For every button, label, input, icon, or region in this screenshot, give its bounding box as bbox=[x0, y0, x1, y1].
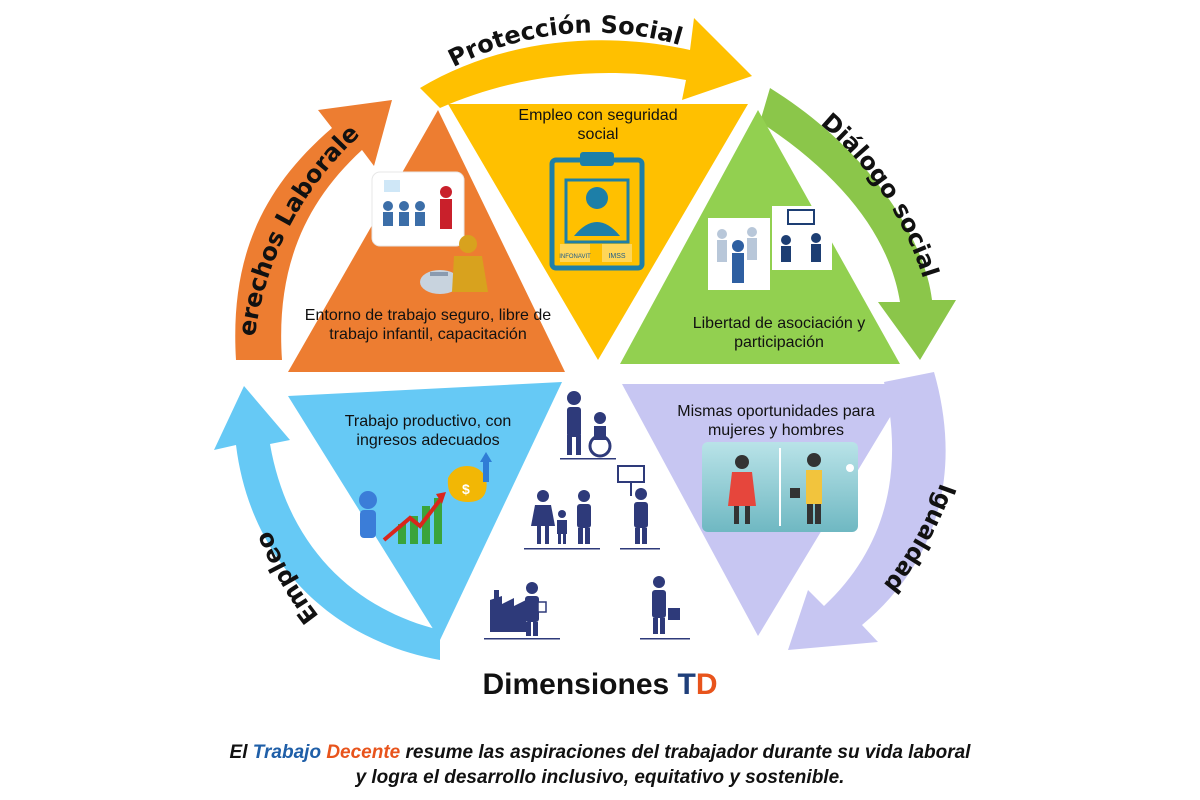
factory-worker-icon bbox=[484, 582, 560, 640]
arrow-igualdad bbox=[788, 372, 946, 650]
segment-top-text: Empleo con seguridad social bbox=[518, 107, 678, 143]
social-security-logos: INFONAVIT IMSS bbox=[559, 244, 632, 262]
welder-worker-icon bbox=[420, 235, 488, 294]
footer-line-2: y logra el desarrollo inclusivo, equitat… bbox=[355, 767, 845, 788]
arrow-proteccion-social bbox=[420, 18, 752, 108]
footer-caption: El Trabajo Decente resume las aspiracion… bbox=[160, 740, 1040, 790]
arrow-empleo bbox=[214, 386, 440, 660]
footer-word-trabajo: Trabajo bbox=[252, 742, 322, 763]
footer-line1-post: resume las aspiraciones del trabajador d… bbox=[400, 742, 971, 763]
training-photo bbox=[371, 171, 465, 247]
footer-line1-pre: El bbox=[229, 742, 253, 763]
meeting-photo bbox=[772, 206, 832, 270]
segment-upper-left-text: Entorno de trabajo seguro, libre de trab… bbox=[304, 307, 552, 343]
clipboard-id-icon bbox=[549, 152, 645, 271]
title-letter-d: D bbox=[695, 668, 718, 701]
footer-word-decente: Decente bbox=[326, 742, 401, 763]
arrow-dialogo-social bbox=[760, 88, 956, 360]
diagram-title: Dimensiones TD bbox=[330, 668, 870, 702]
ring-label-derechos: Derechos Laborales bbox=[0, 0, 365, 338]
center-people-icons bbox=[484, 391, 690, 640]
segment-lower-left-text: Trabajo productivo, con ingresos adecuad… bbox=[344, 413, 512, 449]
money-bag-icon: $ bbox=[447, 452, 492, 502]
title-prefix: Dimensiones bbox=[482, 668, 678, 701]
footer-line-1: El Trabajo Decente resume las aspiracion… bbox=[160, 740, 1040, 765]
association-photo-group bbox=[708, 218, 770, 290]
svg-text:$: $ bbox=[462, 481, 470, 497]
gender-equality-photo bbox=[702, 442, 858, 532]
productivity-chart-icon bbox=[359, 491, 446, 544]
caregiver-wheelchair-icon bbox=[560, 391, 616, 460]
title-letter-t: T bbox=[677, 668, 696, 701]
imss-logo: IMSS bbox=[608, 253, 625, 260]
segment-lower-right-text: Mismas oportunidades para mujeres y homb… bbox=[677, 403, 875, 439]
infonavit-logo: INFONAVIT bbox=[559, 254, 591, 260]
arrow-derechos-laborales bbox=[235, 100, 392, 360]
ring-arrows bbox=[214, 18, 956, 660]
family-icon bbox=[524, 490, 600, 550]
segment-upper-right-text: Libertad de asociación y participación bbox=[692, 315, 866, 351]
protester-sign-icon bbox=[617, 465, 660, 550]
businessman-briefcase-icon bbox=[640, 576, 690, 640]
